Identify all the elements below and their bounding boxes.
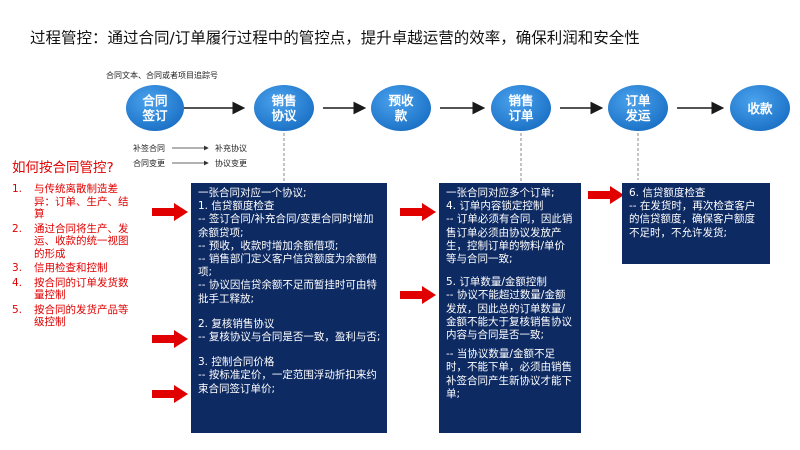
side-item-number: 1. xyxy=(12,183,23,195)
node-label-sales-order: 销售 订单 xyxy=(491,93,551,123)
side-item-number: 5. xyxy=(12,303,23,316)
drop-lines xyxy=(283,133,639,188)
node-label-sales-agreement: 销售 协议 xyxy=(254,93,314,123)
side-item: 1. 与传统离散制造差异：订单、生产、结算 xyxy=(12,183,137,221)
legend-to-2: 协议变更 xyxy=(215,159,247,168)
section-text: -- 在发货时，再次检查客户的信贷额度，确保客户额度不足时，不允许发货; xyxy=(629,200,756,239)
red-arrow-icon xyxy=(588,186,624,204)
section-heading: 3. 控制合同价格 xyxy=(198,356,275,369)
side-item: 3. 信用检查和控制 xyxy=(12,262,137,275)
node-text: 销售 订单 xyxy=(508,93,534,123)
section-text: -- 订单必须有合同，因此销售订单必须由协议发放产生，控制订单的物料/单价等与合… xyxy=(446,213,573,266)
legend-from-2: 合同变更 xyxy=(133,159,165,168)
box-intro: 一张合同对应一个协议; xyxy=(198,187,307,199)
side-item: 2. 通过合同将生产、发运、收款的统一视图的形成 xyxy=(12,223,137,261)
side-item-text: 通过合同将生产、发运、收款的统一视图的形成 xyxy=(34,222,129,260)
side-title: 如何按合同管控? xyxy=(12,160,114,176)
side-item: 4. 按合同的订单发货数量控制 xyxy=(12,277,137,302)
node-label-collection: 收款 xyxy=(730,93,790,123)
node-contract-sign xyxy=(126,85,184,131)
section-text: -- 当协议数量/金额不足时，不能下单，必须由销售补签合同产生新协议才能下单; xyxy=(446,348,572,400)
section-heading: 6. 信贷额度检查 xyxy=(629,187,706,199)
side-item-text: 信用检查和控制 xyxy=(34,262,108,274)
legend-arrows xyxy=(172,145,209,166)
box-intro: 一张合同对应多个订单; xyxy=(446,187,555,199)
node-sales-agreement xyxy=(254,85,314,131)
node-collection xyxy=(730,85,790,131)
agreement-control-box: 一张合同对应一个协议; 1. 信贷额度检查 -- 签订合同/补充合同/变更合同时… xyxy=(191,183,387,433)
red-arrow-icon xyxy=(400,286,436,304)
red-arrow-icon xyxy=(152,385,188,403)
section-heading: 4. 订单内容锁定控制 xyxy=(446,200,544,213)
node-text: 销售 协议 xyxy=(271,93,297,123)
side-item-text: 按合同的订单发货数量控制 xyxy=(34,276,129,302)
node-sales-order xyxy=(491,85,551,131)
section-text: -- 协议不能超过数量/金额发放，因此总的订单数量/金额不能大于复核销售协议内容… xyxy=(446,289,572,342)
node-text: 预收 款 xyxy=(388,93,414,123)
section-text: -- 按标准定价，一定范围浮动折扣来约束合同签订单价; xyxy=(198,369,377,395)
flow-nodes xyxy=(126,85,790,131)
node-text: 订单 发运 xyxy=(625,93,651,123)
flow-note: 合同文本、合同或者项目追踪号 xyxy=(106,71,218,80)
legend-to-1: 补充协议 xyxy=(215,144,247,153)
section-text: -- 销售部门定义客户信贷额度为余额借项; xyxy=(198,253,377,279)
order-control-box: 一张合同对应多个订单; 4. 订单内容锁定控制 -- 订单必须有合同，因此销售订… xyxy=(439,183,581,433)
node-prepayment xyxy=(371,85,431,131)
node-label-contract-sign: 合同 签订 xyxy=(126,93,184,123)
section-heading: 5. 订单数量/金额控制 xyxy=(446,276,547,289)
side-item-number: 4. xyxy=(12,276,23,289)
side-item-number: 3. xyxy=(12,262,23,274)
red-arrow-icon xyxy=(400,203,436,221)
legend-from-1: 补签合同 xyxy=(133,144,165,153)
side-item-number: 2. xyxy=(12,222,23,235)
node-text: 合同 签订 xyxy=(142,93,168,123)
section-heading: 1. 信贷额度检查 xyxy=(198,200,275,213)
node-label-order-shipping: 订单 发运 xyxy=(608,93,668,123)
red-arrow-icon xyxy=(152,203,188,221)
node-label-prepayment: 预收 款 xyxy=(371,93,431,123)
section-text: -- 复核协议与合同是否一致，盈利与否; xyxy=(198,331,381,344)
node-order-shipping xyxy=(608,85,668,131)
node-text: 收款 xyxy=(747,100,773,116)
section-text: -- 协议因信贷余额不足而暂挂时可由特批手工释放; xyxy=(198,279,377,305)
page-title: 过程管控：通过合同/订单履行过程中的管控点，提升卓越运营的效率，确保利润和安全性 xyxy=(30,29,640,47)
red-arrow-icon xyxy=(152,330,188,348)
section-text: -- 签订合同/补充合同/变更合同时增加余额贷项; xyxy=(198,213,374,239)
section-heading: 2. 复核销售协议 xyxy=(198,317,275,330)
shipping-credit-box: 6. 信贷额度检查 -- 在发货时，再次检查客户的信贷额度，确保客户额度不足时，… xyxy=(622,183,770,264)
side-item-text: 与传统离散制造差异：订单、生产、结算 xyxy=(34,183,129,220)
side-item: 5. 按合同的发货产品等级控制 xyxy=(12,304,137,329)
side-list: 1. 与传统离散制造差异：订单、生产、结算 2. 通过合同将生产、发运、收款的统… xyxy=(12,183,137,331)
section-text: -- 预收，收款时增加余额借项; xyxy=(198,239,339,252)
side-item-text: 按合同的发货产品等级控制 xyxy=(34,303,129,329)
